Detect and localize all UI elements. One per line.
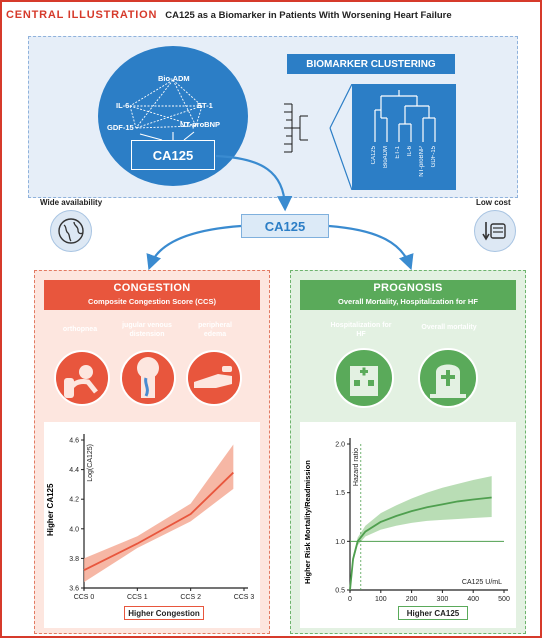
x-tick-label: 400: [467, 596, 479, 603]
edema-icon: [186, 350, 242, 406]
prognosis-chart: 0.5 1.0 1.5 2.0 0 100 200 300 400 500 Hazard ratio…: [335, 438, 510, 603]
node-bio-adm: Bio-ADM: [158, 74, 190, 83]
prognosis-ylabel: Higher Risk Mortality/Readmission: [303, 460, 312, 584]
node-et-1: ET-1: [197, 101, 213, 110]
network-core-ca125: CA125: [131, 140, 215, 170]
prognosis-xlabel: Higher CA125: [398, 606, 468, 620]
series-tag: Log(CA125): [87, 444, 94, 482]
clustering-connector: [284, 84, 352, 190]
jugular-label: jugular venous distension: [122, 322, 172, 338]
y-tick-label: 3.6: [69, 586, 79, 593]
cluster-label-nt-probnp: NT-proBNP: [419, 146, 425, 177]
x-tick-label: CCS 0: [74, 594, 95, 601]
x-tick-label: 100: [375, 596, 387, 603]
header-tag: CENTRAL ILLUSTRATION: [6, 9, 158, 21]
y-tick-label: 2.0: [335, 442, 345, 449]
y-tick-label: 1.0: [335, 539, 345, 546]
cluster-label-et-1: ET-1: [395, 146, 401, 159]
congestion-banner: CONGESTION Composite Congestion Score (C…: [44, 280, 260, 310]
node-gdf-15: GDF-15: [107, 123, 134, 132]
cluster-label-ca125: CA125: [371, 146, 377, 165]
hospital-icon: [334, 348, 394, 408]
x-tick-label: 300: [437, 596, 449, 603]
series-line: [83, 471, 234, 572]
x-unit-label: CA125 U/mL: [462, 579, 502, 586]
x-tick-label: 200: [406, 596, 418, 603]
orthopnea-label: orthopnea: [62, 326, 98, 333]
series-tag: Hazard ratio: [353, 448, 360, 486]
x-tick-label: CCS 2: [180, 594, 201, 601]
mortality-label: Overall mortality: [421, 324, 477, 331]
globe-icon: [50, 210, 92, 252]
confidence-band: [84, 444, 234, 583]
prognosis-title: PROGNOSIS: [373, 282, 443, 294]
series-line: [349, 496, 492, 591]
cluster-label-il-6: IL-6: [407, 146, 413, 157]
y-tick-label: 4.0: [69, 526, 79, 533]
hospitalization-label: Hospitalization for HF: [330, 322, 392, 338]
congestion-xlabel: Higher Congestion: [124, 606, 204, 620]
center-ca125: CA125: [241, 214, 329, 238]
tombstone-icon: [418, 348, 478, 408]
cluster-label-bioadm: BioADM: [383, 146, 389, 169]
header-title: CA125 as a Biomarker in Patients With Wo…: [165, 9, 452, 21]
y-tick-label: 3.8: [69, 556, 79, 563]
y-tick-label: 1.5: [335, 490, 345, 497]
y-tick-label: 0.5: [335, 588, 345, 595]
x-tick-label: 500: [498, 596, 510, 603]
cluster-label-gdf-15: GDF-15: [431, 146, 437, 168]
clustering-title: BIOMARKER CLUSTERING: [287, 54, 455, 74]
prognosis-banner: PROGNOSIS Overall Mortality, Hospitaliza…: [300, 280, 516, 310]
node-nt-probnp: NT-proBNP: [180, 120, 220, 129]
edema-label: peripheral edema: [198, 322, 232, 338]
low-cost-label: Low cost: [476, 198, 511, 207]
jugular-vein-icon: [120, 350, 176, 406]
node-il-6: IL-6: [116, 101, 130, 110]
congestion-ylabel: Higher CA125: [46, 483, 55, 536]
x-tick-label: CCS 3: [234, 594, 255, 601]
y-tick-label: 4.2: [69, 497, 79, 504]
congestion-subtitle: Composite Congestion Score (CCS): [88, 297, 216, 306]
network-connectors: [129, 79, 203, 141]
y-tick-label: 4.6: [69, 438, 79, 445]
x-tick-label: CCS 1: [127, 594, 148, 601]
y-tick-label: 4.4: [69, 467, 79, 474]
confidence-band: [350, 476, 492, 590]
prognosis-subtitle: Overall Mortality, Hospitalization for H…: [338, 297, 478, 306]
wide-availability-label: Wide availability: [40, 198, 103, 207]
congestion-title: CONGESTION: [113, 282, 191, 294]
clustering-dendrogram: CA125 BioADM ET-1 IL-6 NT-proBNP GDF-15: [352, 84, 456, 190]
x-tick-label: 0: [348, 596, 352, 603]
header: CENTRAL ILLUSTRATION CA125 as a Biomarke…: [6, 6, 534, 24]
orthopnea-icon: [54, 350, 110, 406]
dendrogram-lines: [374, 90, 436, 142]
prognosis-chart-panel: 0.5 1.0 1.5 2.0 0 100 200 300 400 500 Hazard ratio…: [300, 422, 516, 628]
low-cost-icon: [474, 210, 516, 252]
